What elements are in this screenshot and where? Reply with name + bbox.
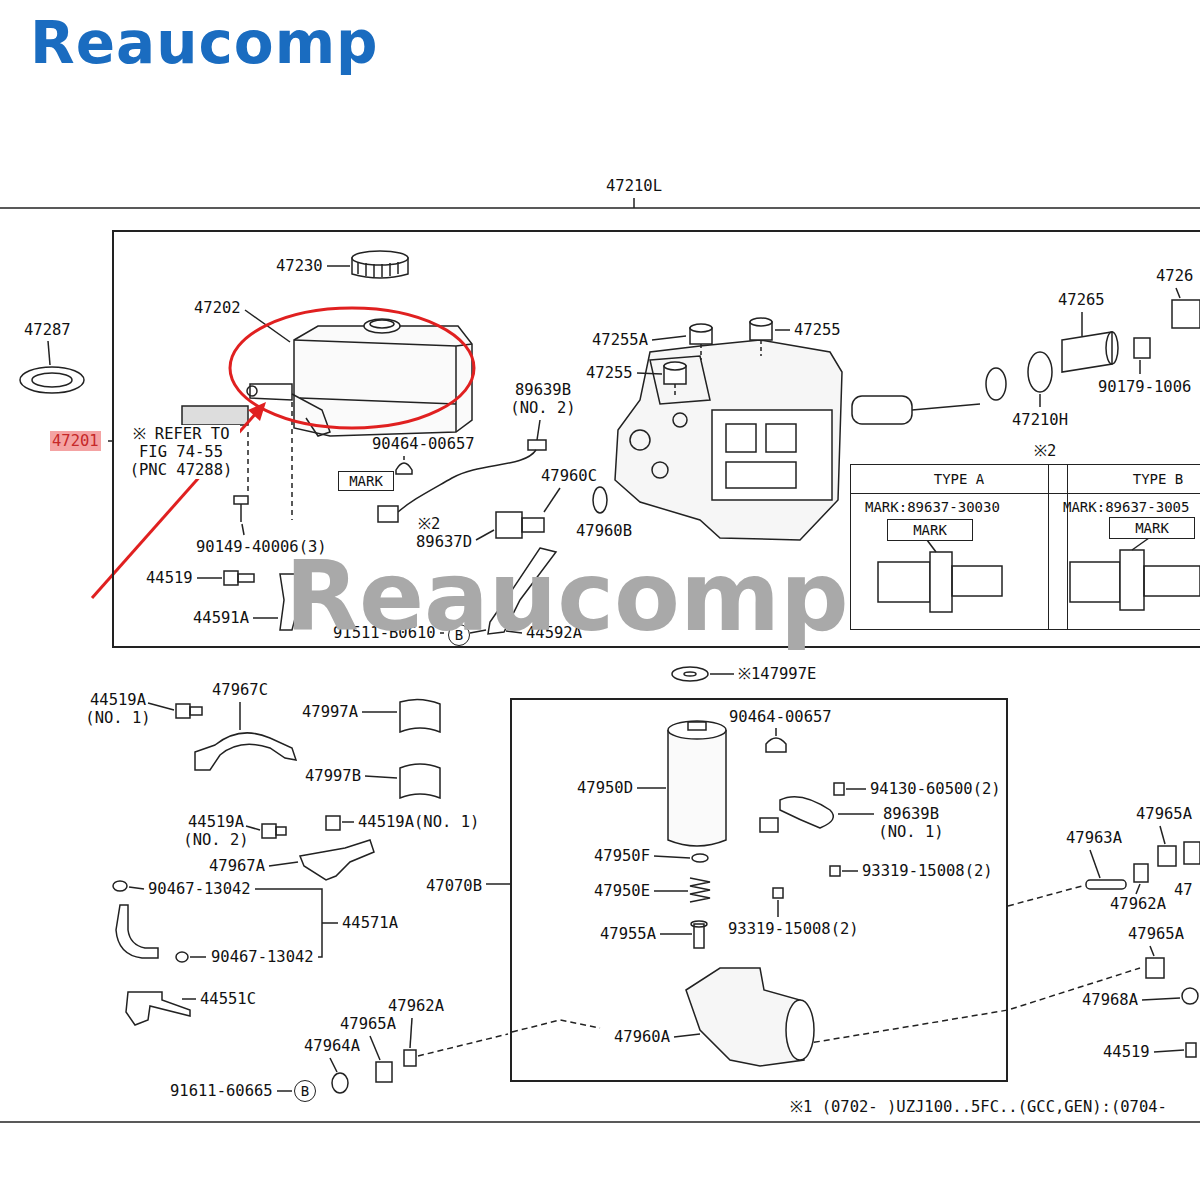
part-number: 47968A: [1082, 990, 1138, 1010]
part-number: 47997A: [302, 702, 358, 722]
part-number: ※2: [418, 514, 440, 534]
mark-text: MARK: [1135, 518, 1169, 538]
part-number: 91611-60665: [170, 1081, 273, 1101]
mark-text: MARK: [349, 471, 383, 491]
part-number: 4726: [1156, 266, 1193, 286]
part-number: 47962A: [1110, 894, 1166, 914]
table-cell-text: MARK:89637-30030: [865, 497, 1000, 517]
part-number: 47255: [586, 363, 633, 383]
part-number: 47965A: [1136, 804, 1192, 824]
part-number: 47: [1174, 880, 1193, 900]
part-number: 44519A (NO. 2): [179, 813, 253, 849]
table-cell: TYPE A MARK:89637-30030MARK: [850, 464, 1068, 630]
part-number: 44519: [146, 568, 193, 588]
part-number: 47230: [276, 256, 323, 276]
part-number: 47950E: [594, 881, 650, 901]
part-number: 47962A: [388, 996, 444, 1016]
part-number: 47963A: [1066, 828, 1122, 848]
part-number: 47960A: [614, 1027, 670, 1047]
table-cell-text: MARK:89637-3005: [1063, 497, 1189, 517]
reference-note: ※ REFER TO FIG 74-55 (PNC 47288): [122, 425, 240, 479]
part-number: 47210L: [606, 176, 662, 196]
circle-letter: B: [301, 1084, 309, 1098]
part-number: 44519A(NO. 1): [358, 812, 479, 832]
part-number: 47967C: [212, 680, 268, 700]
part-number: ※147997E: [738, 664, 816, 684]
watermark: Reaucomp: [285, 549, 849, 645]
part-number: 47997B: [305, 766, 361, 786]
highlighted-part-number: 47201: [50, 431, 101, 451]
part-number: 44519A (NO. 1): [81, 691, 155, 727]
part-number: 47967A: [209, 856, 265, 876]
part-number: 44591A: [193, 608, 249, 628]
mark-tag: MARK: [887, 519, 973, 541]
part-number: 47950F: [594, 846, 650, 866]
part-number: 44571A: [342, 913, 398, 933]
part-number: 93319-15008(2): [862, 861, 993, 881]
part-number: ※1 (0702- )UZJ100..5FC..(GCC,GEN):(0704-: [790, 1097, 1167, 1117]
part-number: 90464-00657: [729, 707, 832, 727]
mark-tag: MARK: [1109, 517, 1195, 539]
mark-text: MARK: [913, 520, 947, 540]
part-number: 47265: [1058, 290, 1105, 310]
part-number: 47960C: [541, 466, 597, 486]
part-number: 47964A: [304, 1036, 360, 1056]
table-header: TYPE A: [851, 465, 1067, 494]
mark-tag: MARK: [338, 471, 394, 491]
part-number: 90467-13042: [211, 947, 314, 967]
table-cell: TYPE B MARK:89637-3005MARK: [1048, 464, 1200, 630]
part-number: 47965A: [1128, 924, 1184, 944]
part-number: 47950D: [577, 778, 633, 798]
part-number: 47070B: [426, 876, 482, 896]
part-number: 94130-60500(2): [870, 779, 1001, 799]
part-number: 47202: [194, 298, 241, 318]
part-number: ※2: [1034, 441, 1056, 461]
part-number: 44519: [1103, 1042, 1150, 1062]
assembly-frame: 47070B: [510, 698, 1008, 1082]
part-number: 47955A: [600, 924, 656, 944]
callout-circle: B: [294, 1080, 316, 1102]
part-number: 47965A: [340, 1014, 396, 1034]
part-number: 89639B (NO. 1): [874, 805, 948, 841]
brand-logo: Reaucomp: [30, 14, 379, 72]
part-number: 44551C: [200, 989, 256, 1009]
part-number: 47255: [794, 320, 841, 340]
part-number: 47255A: [592, 330, 648, 350]
table-header: TYPE B: [1049, 465, 1200, 494]
part-number: 47287: [24, 320, 71, 340]
part-number: 90179-1006: [1098, 377, 1191, 397]
part-number: 89639B (NO. 2): [506, 381, 580, 417]
part-number: 90467-13042: [148, 879, 251, 899]
part-number: 93319-15008(2): [728, 919, 859, 939]
part-number: 47960B: [576, 521, 632, 541]
part-number: 90464-00657: [372, 434, 475, 454]
part-number: 47210H: [1012, 410, 1068, 430]
